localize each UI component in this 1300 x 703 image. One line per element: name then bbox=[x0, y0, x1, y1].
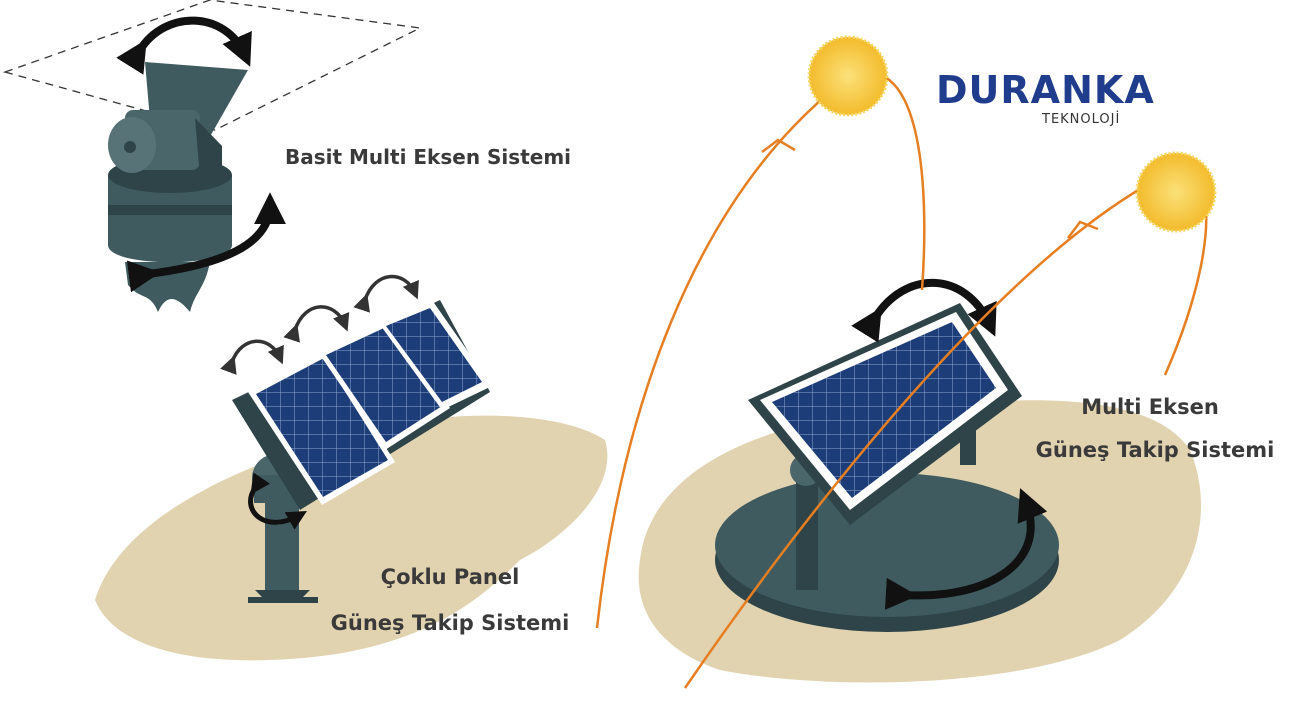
label-multi-axis-line1: Multi Eksen bbox=[1081, 395, 1219, 419]
rotation-arrow-icon bbox=[126, 192, 286, 293]
rotation-arrow-icon bbox=[283, 305, 350, 343]
rotation-arrow-icon bbox=[851, 278, 997, 343]
ground-left bbox=[95, 415, 608, 661]
logo-wordmark: DURANKA bbox=[936, 68, 1155, 112]
sun-icon bbox=[1135, 151, 1217, 233]
sun-path-2 bbox=[683, 169, 1208, 689]
rotation-arrow-icon bbox=[220, 339, 284, 375]
rotation-arrow-icon bbox=[248, 472, 307, 530]
label-simple-multi-axis: Basit Multi Eksen Sistemi bbox=[285, 145, 572, 169]
label-multi-panel-line2: Güneş Takip Sistemi bbox=[330, 611, 570, 635]
sun-path-arrow bbox=[1067, 220, 1099, 239]
rotation-arrow-icon bbox=[884, 488, 1048, 610]
rotation-arrow-icon bbox=[353, 274, 419, 313]
label-multi-axis-line2: Güneş Takip Sistemi bbox=[1035, 438, 1275, 462]
multi-panel-tracker-drawing bbox=[232, 300, 492, 603]
rotation-arrow-icon bbox=[116, 16, 252, 75]
logo-subtitle: TEKNOLOJİ bbox=[1042, 112, 1121, 127]
sun-icon bbox=[807, 35, 889, 117]
sun-path-1 bbox=[595, 71, 926, 629]
sun-path-arrow bbox=[761, 138, 796, 153]
label-multi-panel-line1: Çoklu Panel bbox=[380, 565, 520, 589]
duranka-logo: DURANKA TEKNOLOJİ bbox=[936, 68, 1154, 130]
